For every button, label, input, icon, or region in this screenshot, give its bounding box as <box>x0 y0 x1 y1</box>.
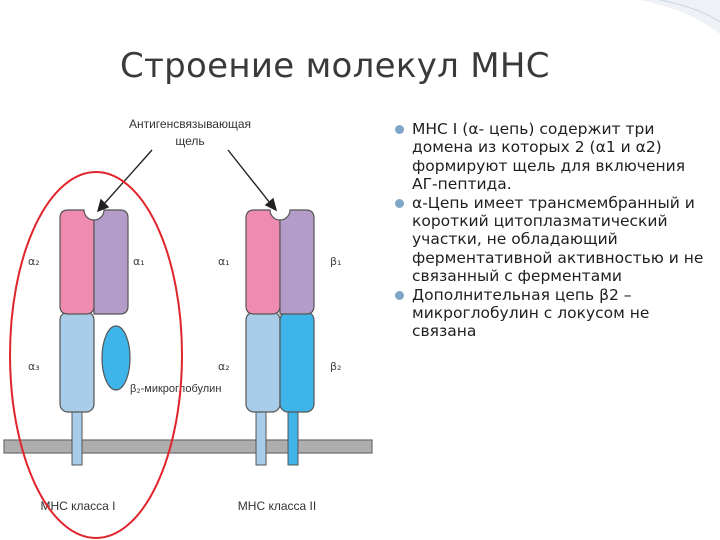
class1-transmembrane-stalk <box>71 409 83 466</box>
class1-alpha3-domain <box>59 311 95 413</box>
class2-alpha2-label: α₂ <box>218 360 230 373</box>
class2-beta2-label: β₂ <box>330 360 341 373</box>
class1-alpha1-domain <box>93 209 129 315</box>
arrow-to-class1-cleft <box>96 149 153 213</box>
class2-beta2-domain <box>279 311 315 413</box>
bullet-dot-icon <box>395 290 404 300</box>
class1-highlight-circle <box>9 171 183 539</box>
class1-alpha2-domain <box>59 209 95 315</box>
bullet-item: MHC I (α- цепь) содержит три домена из к… <box>392 120 714 194</box>
slide-title: Строение молекул MHC <box>120 46 550 86</box>
class2-beta1-label: β₁ <box>330 255 341 268</box>
class2-alpha1-label: α₁ <box>218 255 230 268</box>
bullet-dot-icon <box>395 198 404 208</box>
cell-membrane <box>3 439 373 454</box>
bullet-item: Дополнительная цепь β2 – микроглобулин с… <box>392 286 714 341</box>
class2-beta-stalk <box>287 409 299 466</box>
bullet-text: Дополнительная цепь β2 – микроглобулин с… <box>412 285 650 341</box>
bullet-text: MHC I (α- цепь) содержит три домена из к… <box>412 120 686 194</box>
corner-decoration <box>640 0 720 34</box>
bullet-list: MHC I (α- цепь) содержит три домена из к… <box>392 120 714 341</box>
class1-alpha1-label: α₁ <box>133 255 145 268</box>
class1-alpha3-label: α₃ <box>28 360 40 373</box>
class2-caption: МНС класса II <box>238 499 316 513</box>
class2-alpha-stalk <box>255 409 267 466</box>
bullet-text: α-Цепь имеет трансмембранный и короткий … <box>412 193 704 286</box>
bullet-item: α-Цепь имеет трансмембранный и короткий … <box>392 194 714 286</box>
class1-alpha2-label: α₂ <box>28 255 40 268</box>
class1-caption: МНС класса I <box>40 499 115 513</box>
cleft-label-line1: Антигенсвязывающая <box>129 117 251 131</box>
class2-alpha2-domain <box>245 311 281 413</box>
b2m-label: β₂-микроглобулин <box>130 383 221 395</box>
class2-beta1-domain <box>279 209 315 315</box>
beta2-microglobulin <box>101 325 131 391</box>
cleft-label-line2: щель <box>175 134 204 148</box>
mhc-structure-diagram: Антигенсвязывающая щель α₂ α₁ α₃ β₂-микр… <box>3 117 373 539</box>
arrow-to-class2-cleft <box>227 149 278 212</box>
bullet-dot-icon <box>395 125 404 134</box>
class2-alpha1-domain <box>245 209 281 315</box>
